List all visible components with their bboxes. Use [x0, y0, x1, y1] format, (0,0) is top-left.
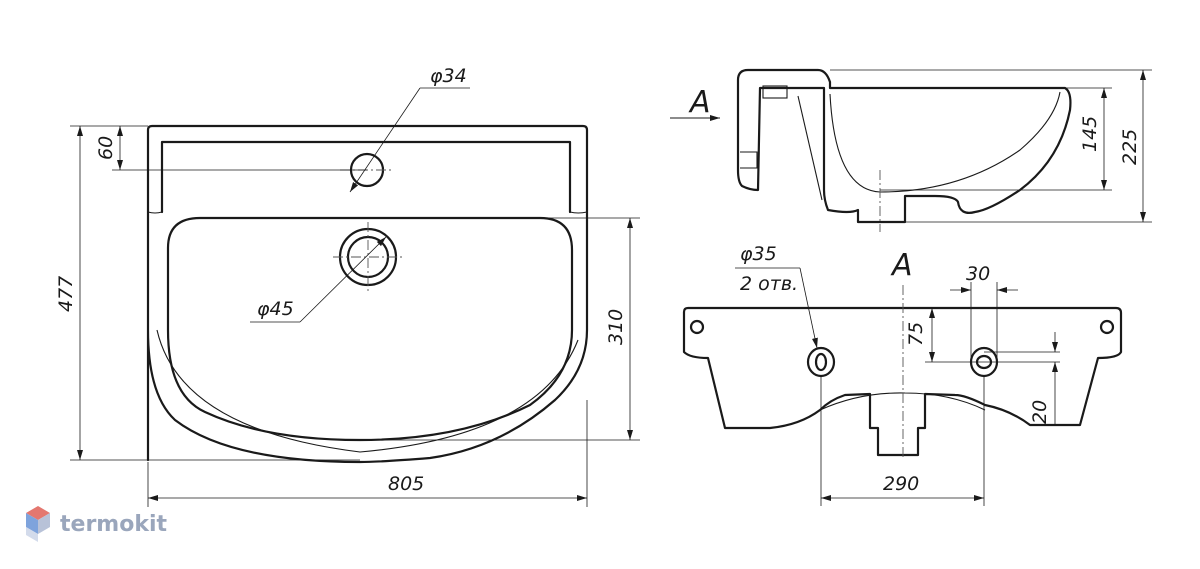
dim-ledge-label: 60: [95, 136, 117, 160]
dim-drop-label: 75: [905, 322, 927, 346]
watermark: termokit: [26, 506, 167, 542]
side-outline: [736, 68, 1072, 224]
dim-mount-label: 290: [883, 473, 919, 495]
deck-end-right: [569, 211, 588, 214]
section-label-a: A: [890, 248, 913, 283]
watermark-logo: [26, 506, 50, 542]
hole-leader: [799, 267, 818, 349]
hole-dia-label: φ35: [740, 243, 777, 265]
dim-depth-label: 477: [55, 276, 77, 312]
dim-width-label: 805: [388, 473, 424, 495]
mount-hole-left: [689, 319, 705, 335]
view-marker-a: A: [688, 85, 711, 120]
mount-hole-right: [1099, 319, 1115, 335]
deck-rim: [160, 140, 572, 214]
basin-outline: [146, 124, 589, 464]
dim-bowl-h-label: 145: [1079, 116, 1101, 152]
tap-hole-label: φ34: [430, 65, 467, 87]
tap-leader: [349, 87, 421, 193]
deck-end-left: [147, 211, 163, 214]
watermark-text: termokit: [60, 512, 167, 537]
dim-offset-label: 20: [1029, 400, 1051, 424]
fix-hole-left-outer: [806, 346, 836, 378]
side-view: A 225 145: [670, 68, 1152, 232]
side-bracket: [762, 85, 788, 99]
side-slope: [797, 95, 823, 201]
dim-bowl-label: 310: [605, 309, 627, 345]
front-outline: [682, 306, 1123, 457]
drain-leader: [299, 236, 387, 323]
side-bowl-inner: [829, 91, 1061, 193]
bowl-outline: [166, 216, 574, 442]
dim-spacing-label: 30: [966, 263, 990, 285]
hole-count-label: 2 отв.: [740, 273, 798, 295]
bowl-front-line: [156, 329, 579, 453]
front-basin-curve: [819, 392, 986, 411]
top-view: 805 477 60 310 φ34 φ45: [55, 65, 640, 507]
fix-hole-left-inner: [814, 352, 828, 372]
front-view: A φ35 2 отв. 30 75 20 290: [682, 243, 1123, 506]
dim-total-label: 225: [1119, 129, 1141, 165]
side-rear-wall: [740, 151, 758, 169]
drain-hole-label: φ45: [257, 298, 294, 320]
